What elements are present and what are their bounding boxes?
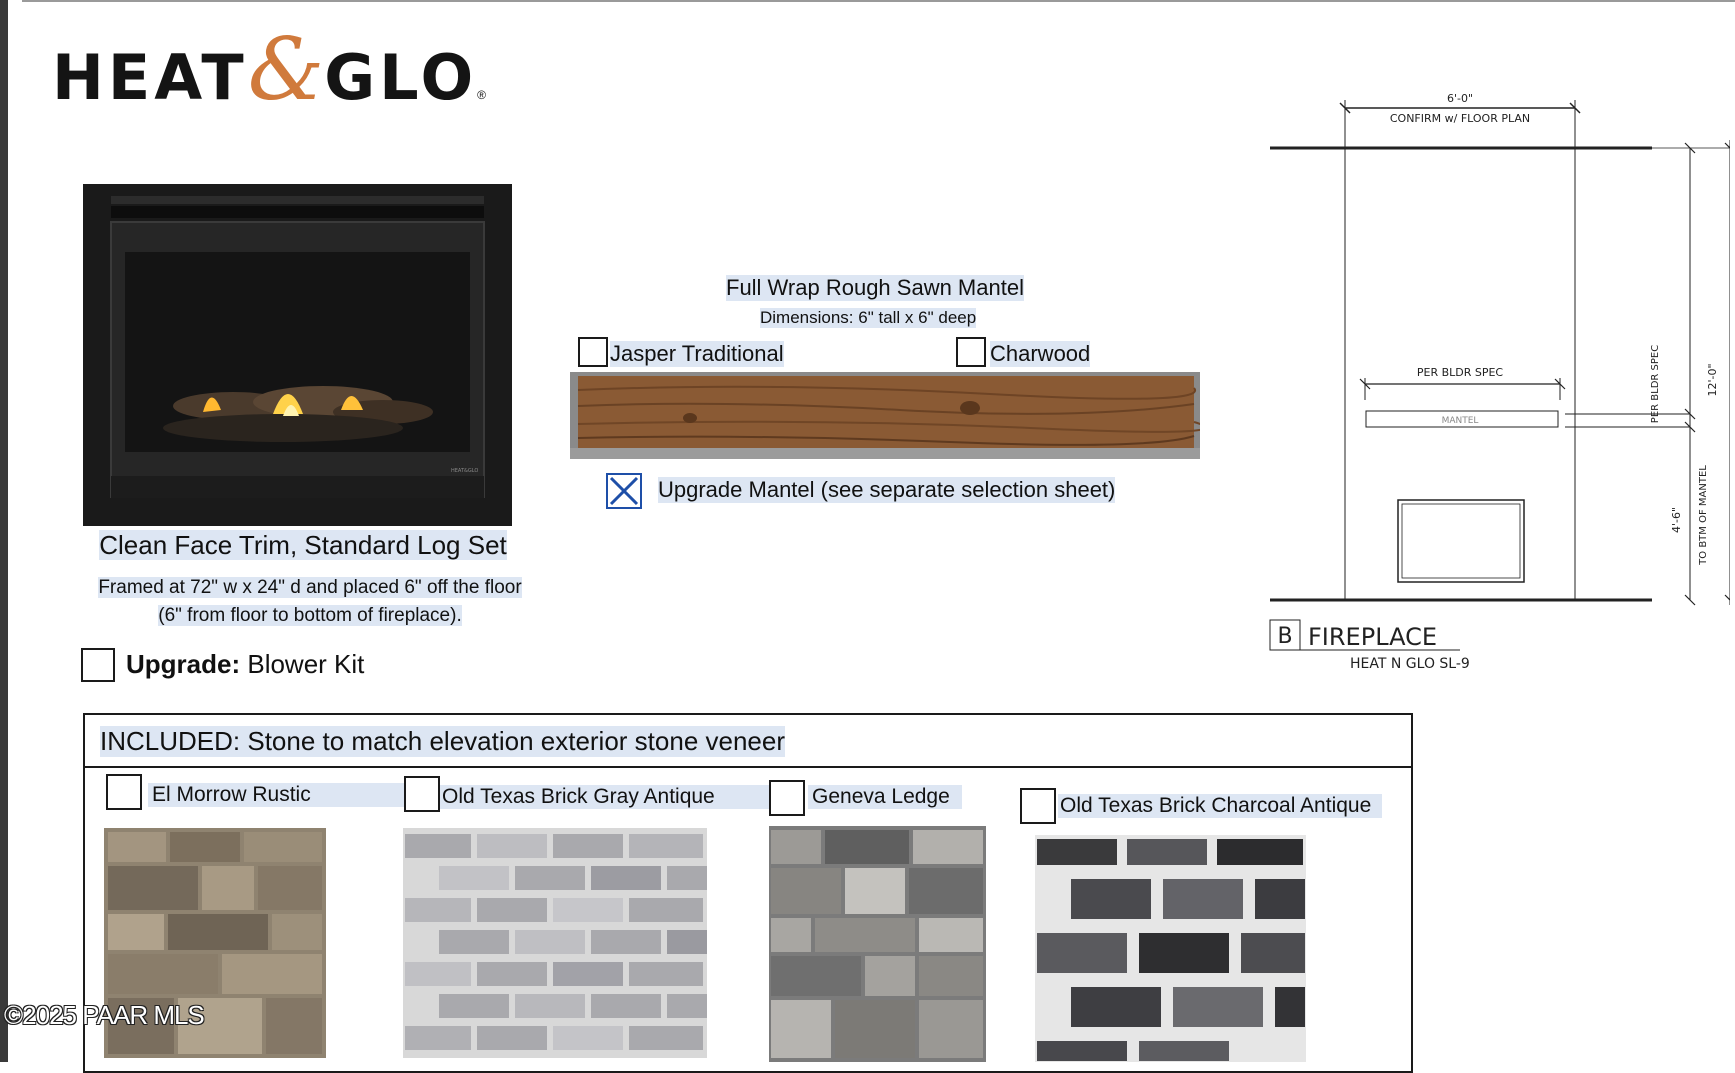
drawing-width-dim: 6'-0" xyxy=(1447,92,1473,105)
upgrade-mantel-checkbox[interactable] xyxy=(606,473,642,509)
stone-header: INCLUDED: Stone to match elevation exter… xyxy=(100,726,786,757)
drawing-model: HEAT N GLO SL-9 xyxy=(1350,656,1470,672)
fireplace-elevation-drawing: 6'-0" CONFIRM w/ FLOOR PLAN PER BLDR SPE… xyxy=(1269,92,1730,672)
geneva-ledge-checkbox[interactable] xyxy=(769,780,805,816)
upgrade-mantel-label: Upgrade Mantel (see separate selection s… xyxy=(658,477,1116,503)
logo-ampersand: & xyxy=(247,20,325,120)
old-texas-brick-gray-swatch xyxy=(403,828,707,1058)
fireplace-title: Clean Face Trim, Standard Log Set xyxy=(83,530,523,561)
drawing-height-mantel: PER BLDR SPEC xyxy=(1650,345,1661,423)
drawing-tag: B xyxy=(1277,624,1292,649)
drawing-height-total: 12'-0" xyxy=(1706,363,1719,396)
svg-text:HEAT&GLO: HEAT&GLO xyxy=(451,468,478,474)
logo-word-glo: GLO xyxy=(324,41,478,114)
drawing-mantel-dim-label: PER BLDR SPEC xyxy=(1417,366,1504,379)
left-edge-bar xyxy=(0,0,8,1062)
drawing-title: FIREPLACE xyxy=(1308,623,1437,651)
old-texas-brick-charcoal-checkbox[interactable] xyxy=(1020,788,1056,824)
logo-registered-mark: ® xyxy=(477,88,487,102)
fireplace-subtitle-line1: Framed at 72" w x 24" d and placed 6" of… xyxy=(98,577,522,598)
drawing-height-lower: 4'-6" xyxy=(1670,507,1683,533)
mantel-dimensions: Dimensions: 6" tall x 6" deep xyxy=(760,308,977,328)
old-texas-brick-gray-label: Old Texas Brick Gray Antique xyxy=(440,785,772,809)
old-texas-brick-charcoal-swatch xyxy=(1035,835,1306,1062)
el-morrow-rustic-checkbox[interactable] xyxy=(106,774,142,810)
jasper-traditional-label: Jasper Traditional xyxy=(610,341,784,367)
check-x-icon xyxy=(609,476,639,506)
fireplace-subtitle-line2: (6" from floor to bottom of fireplace). xyxy=(158,605,462,626)
old-texas-brick-gray-checkbox[interactable] xyxy=(404,776,440,812)
logo-word-heat: HEAT xyxy=(52,41,248,114)
mantel-wood-image xyxy=(570,372,1207,459)
top-rule xyxy=(22,0,1735,2)
blower-upgrade-prefix: Upgrade: xyxy=(126,649,241,679)
drawing-width-note: CONFIRM w/ FLOOR PLAN xyxy=(1390,112,1530,125)
blower-kit-label: Upgrade: Blower Kit xyxy=(126,649,364,680)
el-morrow-rustic-label: El Morrow Rustic xyxy=(148,783,404,807)
fireplace-subtitle: Framed at 72" w x 24" d and placed 6" of… xyxy=(70,574,550,630)
mls-watermark: ©2025 PAAR MLS xyxy=(4,1000,205,1030)
heat-glo-logo: HEAT&GLO® xyxy=(52,20,522,120)
stone-panel-divider xyxy=(83,766,1413,768)
charwood-label: Charwood xyxy=(990,341,1091,367)
el-morrow-rustic-swatch xyxy=(104,828,326,1058)
geneva-ledge-swatch xyxy=(769,826,986,1062)
mantel-title: Full Wrap Rough Sawn Mantel xyxy=(726,275,1024,301)
fireplace-title-text: Clean Face Trim, Standard Log Set xyxy=(99,530,507,560)
jasper-traditional-checkbox[interactable] xyxy=(578,337,608,367)
old-texas-brick-charcoal-label: Old Texas Brick Charcoal Antique xyxy=(1058,794,1382,818)
fireplace-photo: HEAT&GLO xyxy=(83,184,512,526)
blower-kit-checkbox[interactable] xyxy=(81,648,115,682)
charwood-checkbox[interactable] xyxy=(956,337,986,367)
blower-kit-text: Blower Kit xyxy=(240,649,365,679)
drawing-height-lower-note: TO BTM OF MANTEL xyxy=(1698,465,1709,566)
drawing-mantel-label: MANTEL xyxy=(1442,416,1479,426)
geneva-ledge-label: Geneva Ledge xyxy=(808,785,962,809)
